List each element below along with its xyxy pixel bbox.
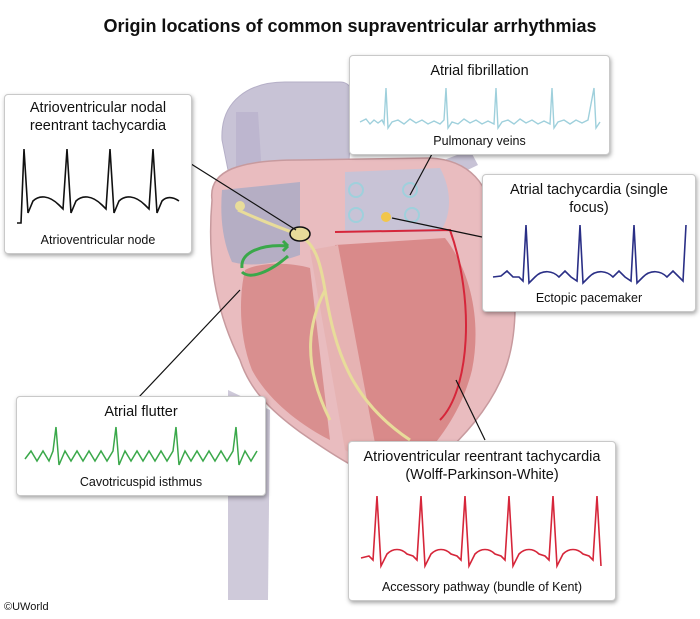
panel-avrt-wpw: Atrioventricular reentrant tachycardia (… xyxy=(348,441,616,601)
panel-af-location: Pulmonary veins xyxy=(433,134,526,148)
panel-atrial-flutter: Atrial flutter Cavotricuspid isthmus xyxy=(16,396,266,496)
panel-at-location: Ectopic pacemaker xyxy=(535,291,643,305)
panel-avnrt: Atrioventricular nodal reentrant tachyca… xyxy=(4,94,192,254)
right-ventricle xyxy=(240,263,330,440)
panel-avnrt-title: Atrioventricular nodal reentrant tachyca… xyxy=(29,100,167,134)
panel-atrial-fibrillation: Atrial fibrillation Pulmonary veins xyxy=(349,55,610,155)
avrt-ecg-trace xyxy=(360,495,602,570)
af-circuits xyxy=(348,182,420,223)
superior-vena-cava xyxy=(236,112,262,175)
panel-at-title: Atrial tachycardia (single focus) xyxy=(510,182,668,216)
af-ecg-trace xyxy=(359,87,601,130)
panel-avrt-location: Accessory pathway (bundle of Kent) xyxy=(381,580,583,594)
av-node xyxy=(289,226,311,242)
left-atrium xyxy=(345,168,449,232)
avnrt-ecg-trace xyxy=(17,148,180,224)
left-ventricle xyxy=(335,238,476,470)
copyright: ©UWorld xyxy=(4,601,49,613)
panel-atrial-tachycardia: Atrial tachycardia (single focus) Ectopi… xyxy=(482,174,696,312)
leader-lines xyxy=(137,153,486,441)
panel-flutter-title: Atrial flutter xyxy=(104,404,178,420)
panel-flutter-location: Cavotricuspid isthmus xyxy=(79,475,203,489)
flutter-circuit xyxy=(240,239,290,277)
sa-node xyxy=(235,201,245,211)
figure-title: Origin locations of common supraventricu… xyxy=(103,16,597,36)
panel-avrt-title: Atrioventricular reentrant tachycardia (… xyxy=(363,449,601,483)
accessory-pathway xyxy=(334,228,467,421)
panel-avnrt-location: Atrioventricular node xyxy=(40,233,156,247)
at-ecg-trace xyxy=(492,224,687,285)
right-atrium xyxy=(221,182,300,265)
ectopic-focus xyxy=(381,212,391,222)
flutter-ecg-trace xyxy=(24,426,258,466)
panel-af-title: Atrial fibrillation xyxy=(430,63,529,79)
